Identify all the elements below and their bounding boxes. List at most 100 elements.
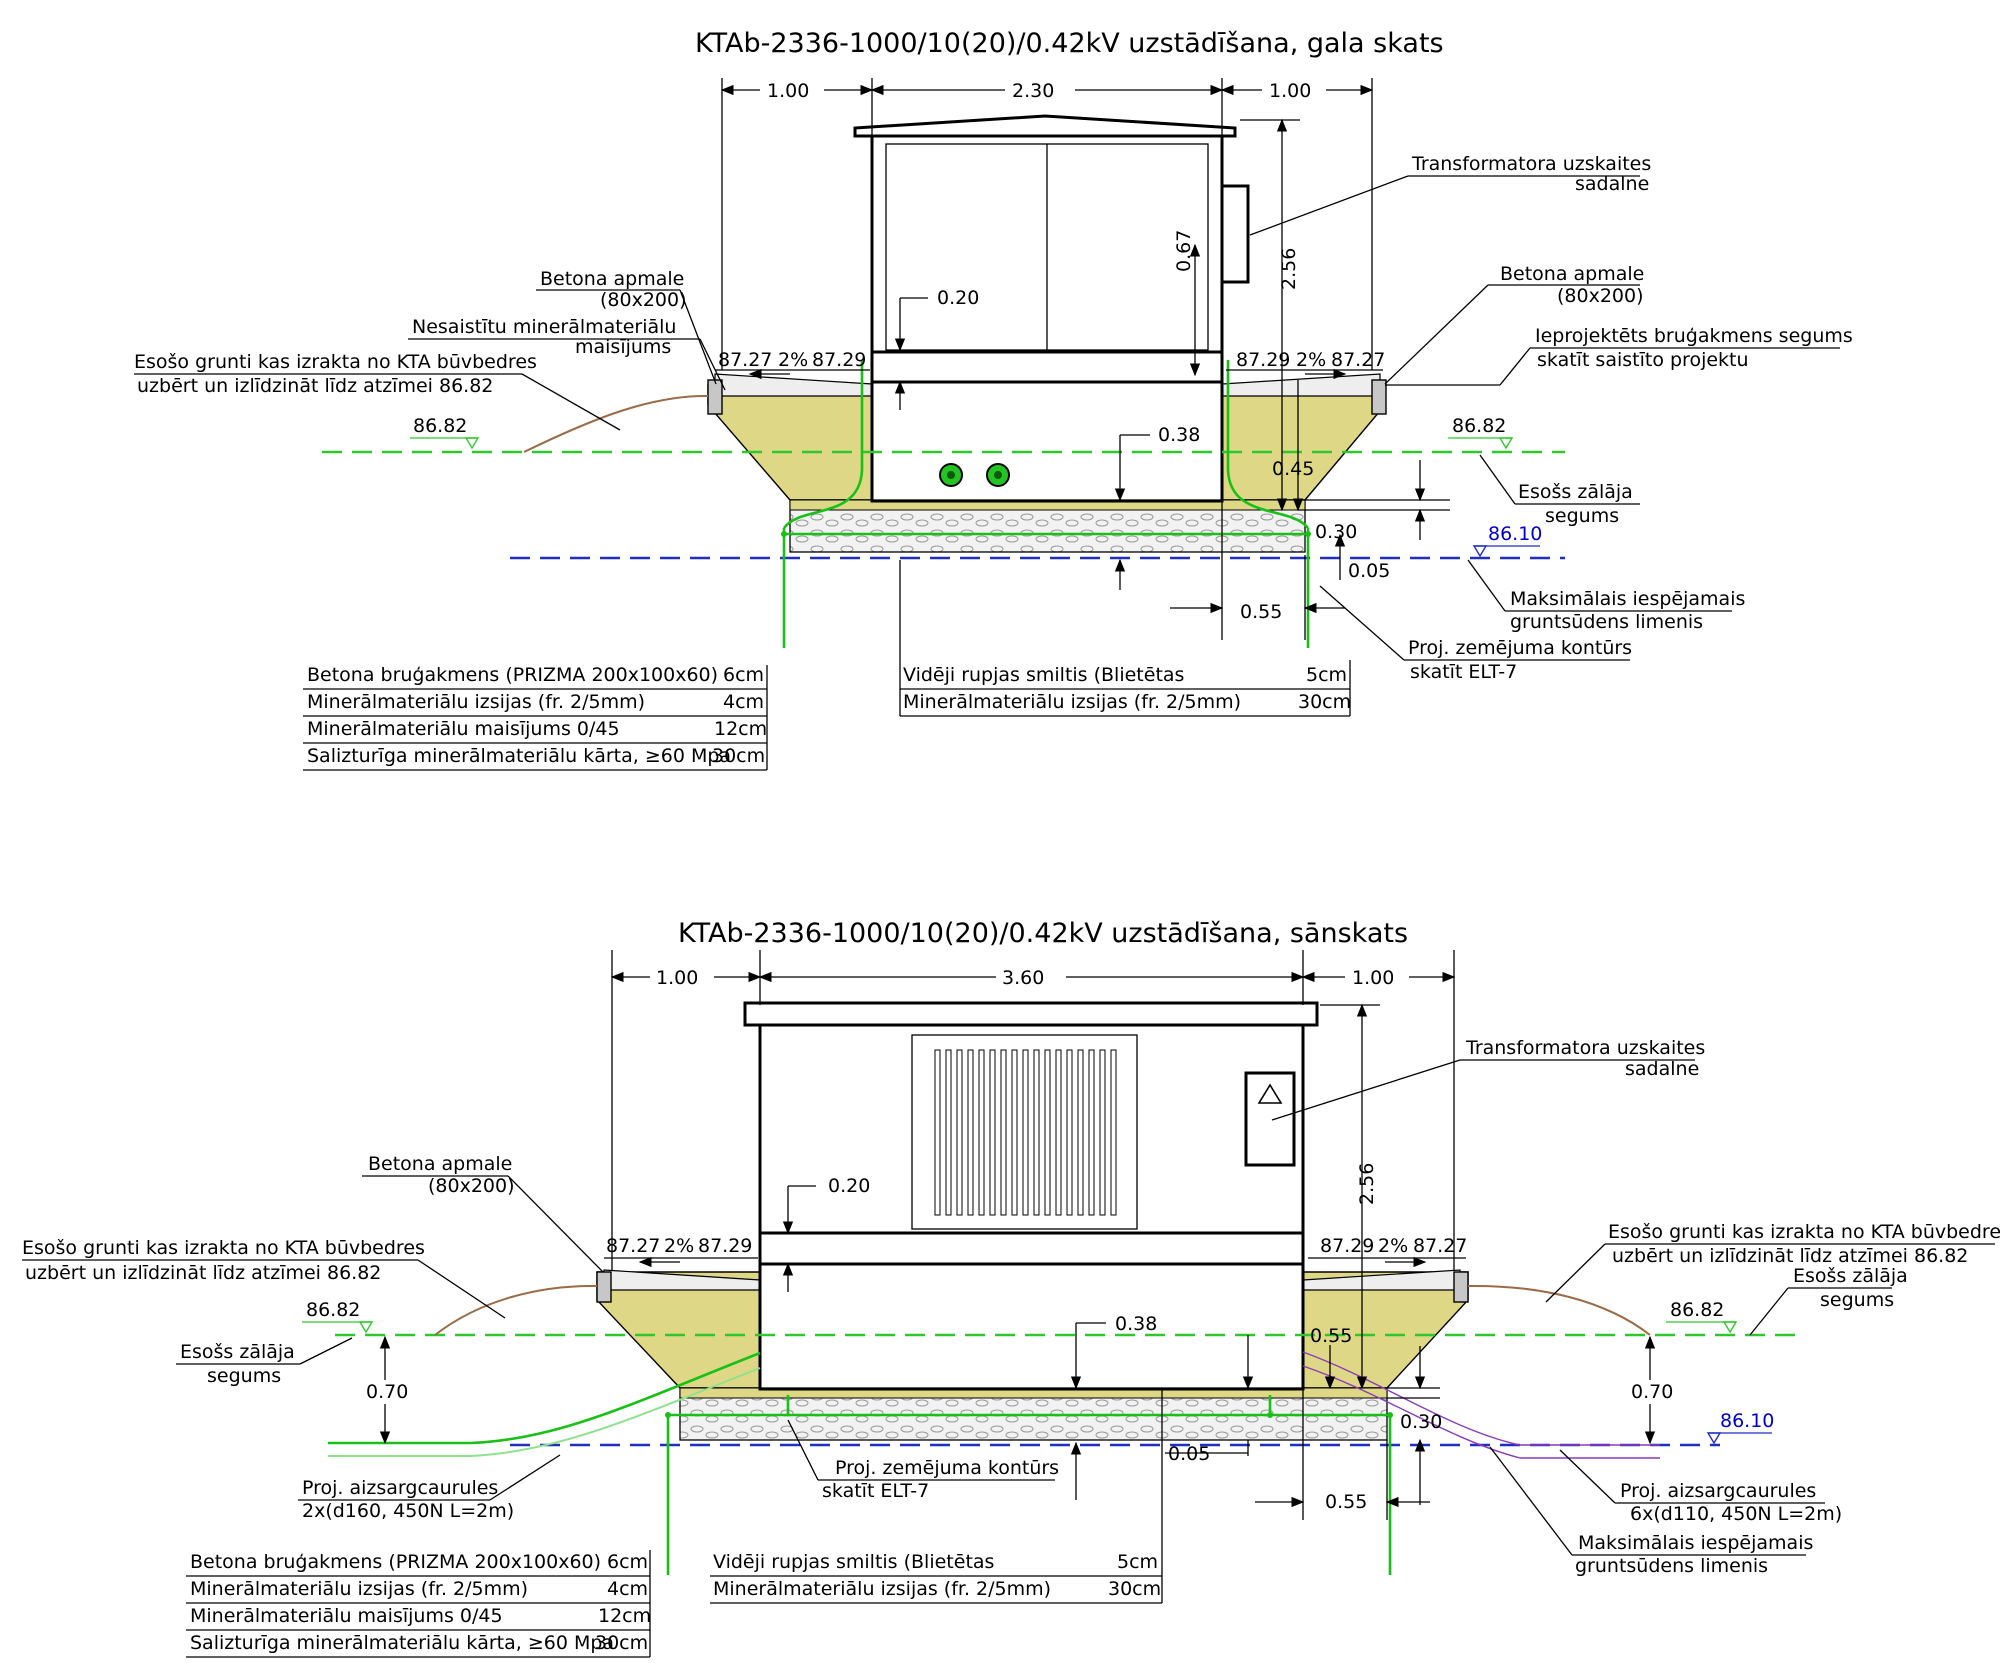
side-layer-table-right: Vidēji rupjas smiltis (Blietētas 5cm Min… xyxy=(710,1388,1163,1604)
svg-text:2%: 2% xyxy=(1378,1235,1408,1257)
end-label-curb-right-1: Betona apmale xyxy=(1500,263,1644,285)
side-earthing-contour xyxy=(666,1395,1392,1575)
end-dim-bedding: 0.45 xyxy=(1272,458,1314,480)
side-dim-offset: 0.55 xyxy=(1325,1491,1367,1513)
table-row-name: Minerālmateriālu izsijas (fr. 2/5mm) xyxy=(190,1578,528,1600)
table-row-name: Minerālmateriālu maisījums 0/45 xyxy=(190,1605,503,1627)
svg-text:Proj. zemējuma kontūrs: Proj. zemējuma kontūrs xyxy=(835,1457,1059,1479)
svg-text:86.82: 86.82 xyxy=(413,415,467,437)
end-label-curb-right-2: (80x200) xyxy=(1557,285,1644,307)
svg-text:Esošo grunti kas izrakta no KT: Esošo grunti kas izrakta no KTA būvbedre… xyxy=(1608,1221,2002,1243)
table-row-name: Salizturīga minerālmateriālu kārta, ≥60 … xyxy=(307,745,731,767)
svg-text:Esošs zālāja: Esošs zālāja xyxy=(1793,1265,1908,1287)
end-layer-table-left: Betona bruģakmens (PRIZMA 200x100x60) 6c… xyxy=(303,664,768,771)
svg-text:2%: 2% xyxy=(778,349,808,371)
svg-text:Betona apmale: Betona apmale xyxy=(368,1153,512,1175)
end-label-soil-1: Esošo grunti kas izrakta no KTA būvbedre… xyxy=(134,351,537,373)
svg-text:86.82: 86.82 xyxy=(1670,1299,1724,1321)
svg-text:(80x200): (80x200) xyxy=(428,1175,515,1197)
side-dim-left: 1.00 xyxy=(656,967,698,989)
side-view-title: KTAb-2336-1000/10(20)/0.42kV uzstādīšana… xyxy=(678,918,1408,949)
svg-text:Transformatora uzskaites: Transformatora uzskaites xyxy=(1465,1037,1705,1059)
table-row-thk: 5cm xyxy=(1117,1551,1158,1573)
table-row-thk: 6cm xyxy=(723,664,764,686)
table-row-thk: 30cm xyxy=(1108,1578,1161,1600)
end-view-top-dimensions: 1.00 2.30 1.00 xyxy=(720,78,1374,370)
side-ventilation-grille xyxy=(911,1034,1138,1230)
svg-text:86.10: 86.10 xyxy=(1488,523,1542,545)
table-row-name: Vidēji rupjas smiltis (Blietētas xyxy=(713,1551,994,1573)
svg-text:87.29: 87.29 xyxy=(1236,349,1290,371)
end-label-grass-2: segums xyxy=(1545,505,1619,527)
end-soil-mound xyxy=(523,394,709,453)
end-dim-base: 0.38 xyxy=(1158,424,1200,446)
end-curb-right xyxy=(1371,379,1387,415)
svg-text:6x(d110, 450N L=2m): 6x(d110, 450N L=2m) xyxy=(1630,1503,1842,1525)
table-row-thk: 5cm xyxy=(1306,664,1347,686)
svg-text:sadalne: sadalne xyxy=(1625,1058,1699,1080)
end-label-gw-2: gruntsūdens limenis xyxy=(1510,611,1703,633)
table-row-name: Betona bruģakmens (PRIZMA 200x100x60) xyxy=(190,1551,601,1573)
end-label-earth-1: Proj. zemējuma kontūrs xyxy=(1408,637,1632,659)
end-layer-table-right: Vidēji rupjas smiltis (Blietētas 5cm Min… xyxy=(899,560,1351,717)
end-label-grass-1: Esošs zālāja xyxy=(1518,481,1633,503)
side-view-top-dimensions: 1.00 3.60 1.00 xyxy=(610,950,1456,1270)
end-label-gw-1: Maksimālais iespējamais xyxy=(1510,588,1745,610)
svg-text:Esošs zālāja: Esošs zālāja xyxy=(180,1341,295,1363)
table-row-thk: 6cm xyxy=(607,1551,648,1573)
svg-text:87.27: 87.27 xyxy=(718,349,772,371)
table-row-thk: 30cm xyxy=(1298,691,1351,713)
end-view-title: KTAb-2336-1000/10(20)/0.42kV uzstādīšana… xyxy=(695,28,1444,59)
side-curb-right xyxy=(1453,1271,1469,1303)
svg-text:2%: 2% xyxy=(664,1235,694,1257)
table-row-thk: 12cm xyxy=(598,1605,651,1627)
svg-text:86.10: 86.10 xyxy=(1720,1410,1774,1432)
svg-text:2x(d160, 450N L=2m): 2x(d160, 450N L=2m) xyxy=(302,1500,514,1522)
grille-slats xyxy=(934,1049,1117,1216)
end-dim-middle: 2.30 xyxy=(1012,80,1054,102)
end-label-curb-left-2: (80x200) xyxy=(600,289,687,311)
svg-text:87.29: 87.29 xyxy=(698,1235,752,1257)
end-dim-right: 1.00 xyxy=(1269,80,1311,102)
svg-text:87.27: 87.27 xyxy=(1331,349,1385,371)
svg-text:87.27: 87.27 xyxy=(1413,1235,1467,1257)
table-row-name: Minerālmateriālu izsijas (fr. 2/5mm) xyxy=(903,691,1241,713)
end-dim-crushed: 0.30 xyxy=(1315,521,1357,543)
table-row-thk: 12cm xyxy=(714,718,767,740)
svg-text:87.27: 87.27 xyxy=(606,1235,660,1257)
end-dim-height: 2.56 xyxy=(1278,248,1300,290)
side-curb-left xyxy=(596,1271,612,1303)
warning-icon xyxy=(1257,1083,1283,1104)
end-view-inner-dimensions: 2.56 0.67 0.20 0.38 0.45 0.30 0.05 0.55 xyxy=(894,118,1450,640)
table-row-name: Minerālmateriālu izsijas (fr. 2/5mm) xyxy=(713,1578,1051,1600)
svg-text:87.29: 87.29 xyxy=(812,349,866,371)
svg-text:segums: segums xyxy=(207,1365,281,1387)
side-duct-left xyxy=(328,1351,761,1445)
table-row-name: Vidēji rupjas smiltis (Blietētas xyxy=(903,664,1184,686)
end-label-earth-2: skatīt ELT-7 xyxy=(1410,661,1517,683)
end-label-curb-left-1: Betona apmale xyxy=(540,268,684,290)
side-meter-panel xyxy=(1244,1071,1296,1167)
end-meter-panel xyxy=(1220,184,1250,284)
end-label-paving-1: Ieprojektēts bruģakmens segums xyxy=(1535,325,1853,347)
side-dim-height: 2.56 xyxy=(1356,1163,1378,1205)
side-dim-base: 0.38 xyxy=(1115,1313,1157,1335)
table-row-thk: 4cm xyxy=(607,1578,648,1600)
side-dim-right: 1.00 xyxy=(1352,967,1394,989)
end-dim-sand: 0.05 xyxy=(1348,560,1390,582)
end-label-unbound-1: Nesaistītu minerālmateriālu xyxy=(412,316,676,338)
svg-text:gruntsūdens limenis: gruntsūdens limenis xyxy=(1575,1555,1768,1577)
table-row-name: Betona bruģakmens (PRIZMA 200x100x60) xyxy=(307,664,718,686)
end-dim-upper: 0.20 xyxy=(937,287,979,309)
svg-text:87.29: 87.29 xyxy=(1320,1235,1374,1257)
side-dim-depth-right: 0.70 xyxy=(1631,1381,1673,1403)
side-view-substation xyxy=(743,1001,1319,1391)
svg-text:Proj. aizsargcaurules: Proj. aizsargcaurules xyxy=(1620,1480,1816,1502)
side-view-annotations: Transformatora uzskaites sadalne Betona … xyxy=(22,1037,2002,1577)
table-row-name: Salizturīga minerālmateriālu kārta, ≥60 … xyxy=(190,1632,614,1654)
svg-text:uzbērt un izlīdzināt līdz atzī: uzbērt un izlīdzināt līdz atzīmei 86.82 xyxy=(1612,1245,1968,1267)
side-view-inner-dimensions: 2.56 0.20 0.38 0.55 0.30 0.05 0.55 xyxy=(362,1003,1675,1520)
side-dim-middle: 3.60 xyxy=(1002,967,1044,989)
svg-text:2%: 2% xyxy=(1296,349,1326,371)
svg-text:86.82: 86.82 xyxy=(1452,415,1506,437)
